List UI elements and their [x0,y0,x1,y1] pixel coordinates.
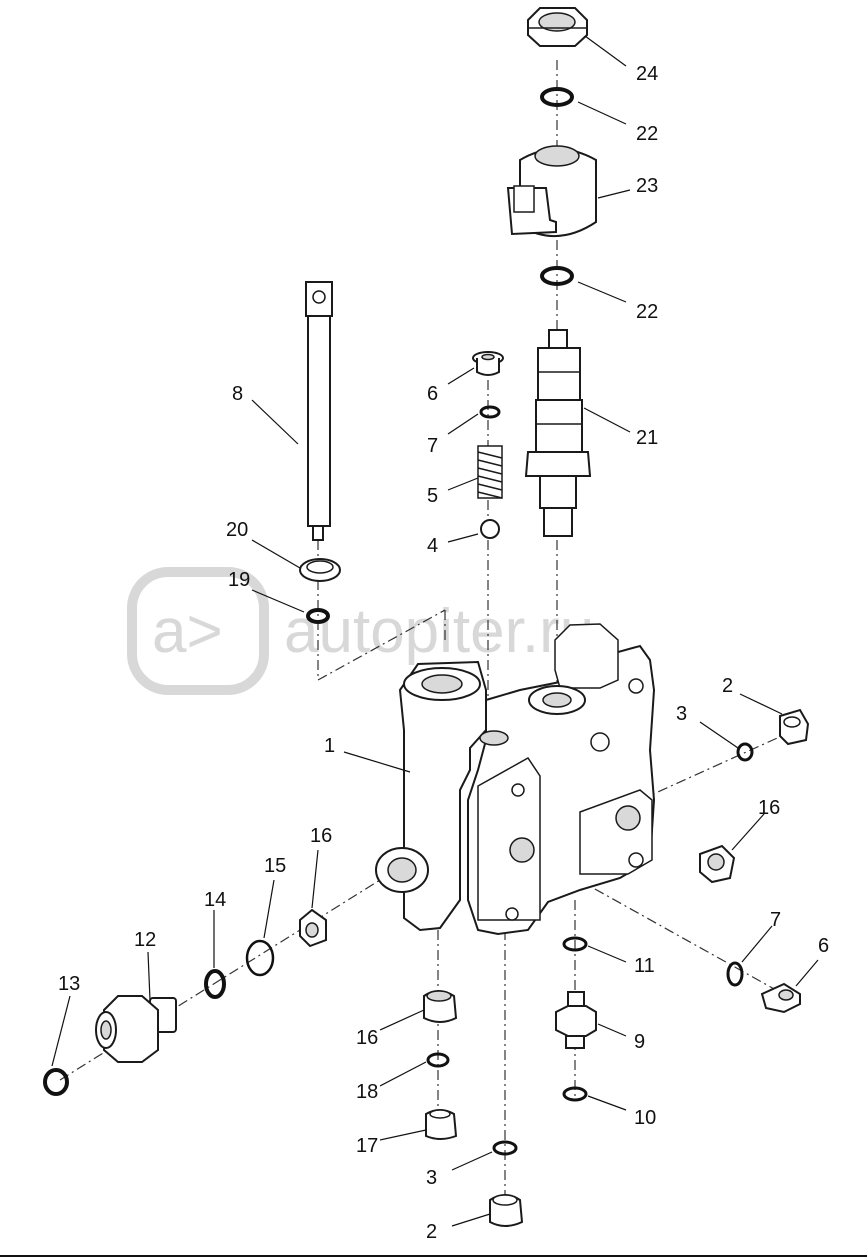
callout-11: 11 [634,955,655,977]
part-3-o-ring-right [736,742,754,762]
callout-8: 8 [232,383,243,405]
callout-24: 24 [636,63,658,85]
part-24-nut [527,7,588,47]
watermark: a> autopiter.ru [127,567,594,695]
callout-15: 15 [264,855,286,877]
callout-12: 12 [134,929,156,951]
callout-4: 4 [427,535,438,557]
callout-23: 23 [636,175,658,197]
callout-13: 13 [58,973,80,995]
callout-19: 19 [228,569,250,591]
callout-16-right: 16 [758,797,780,819]
part-15-o-ring [245,939,275,977]
callout-7-top: 7 [427,435,438,457]
part-6-plug-top [472,351,504,376]
part-4-ball [480,519,500,539]
part-12-fitting [95,995,177,1063]
part-21-cartridge-valve [524,329,592,537]
leader-lines [51,35,819,1227]
part-5-spring [477,445,503,499]
part-1-valve-body [375,623,656,936]
part-23-solenoid-coil [506,145,597,237]
callout-16-lower: 16 [356,1027,378,1049]
part-13-snap-ring [43,1068,69,1096]
callout-14: 14 [204,889,226,911]
callout-6-top: 6 [427,383,438,405]
callout-22-top: 22 [636,123,658,145]
part-11-o-ring [562,936,588,952]
callout-2-right: 2 [722,675,733,697]
callout-18: 18 [356,1081,378,1103]
callout-6-right: 6 [818,935,829,957]
watermark-text: autopiter.ru [284,597,594,666]
callout-20: 20 [226,519,248,541]
part-20-washer [299,558,341,582]
callout-numbers: 24 22 23 22 21 8 6 7 5 4 20 19 1 2 3 16 … [58,63,829,1243]
callout-7-right: 7 [770,909,781,931]
part-2-plug-bottom [489,1194,524,1227]
callout-5: 5 [427,485,438,507]
part-2-plug-right [779,708,810,746]
part-16-plug-left [299,908,327,948]
part-14-o-ring [204,969,226,999]
part-16-plug-right [699,844,736,884]
part-22-o-ring-lower [540,266,574,286]
callout-3-bottom: 3 [426,1167,437,1189]
part-7-o-ring-top [479,405,501,419]
callout-2-bottom: 2 [426,1221,437,1243]
callout-3-right: 3 [676,703,687,725]
callout-9: 9 [634,1031,645,1053]
part-16-plug-lower [423,990,458,1023]
part-7-o-ring-right [726,961,744,987]
part-3-o-ring-bottom [492,1140,518,1156]
part-10-o-ring [562,1086,588,1102]
callout-16-left: 16 [310,825,332,847]
part-22-o-ring-top [540,87,574,107]
callout-21: 21 [636,427,658,449]
callout-22-lower: 22 [636,301,658,323]
callout-17: 17 [356,1135,378,1157]
part-6-plug-right [760,982,801,1014]
callout-1: 1 [324,735,335,757]
part-17-plug [425,1109,458,1140]
callout-10: 10 [634,1107,656,1129]
watermark-logo: a> [152,597,223,666]
part-18-o-ring [426,1052,450,1068]
part-9-fitting [555,991,597,1049]
part-8-rod [305,281,333,541]
part-19-o-ring [306,608,330,624]
